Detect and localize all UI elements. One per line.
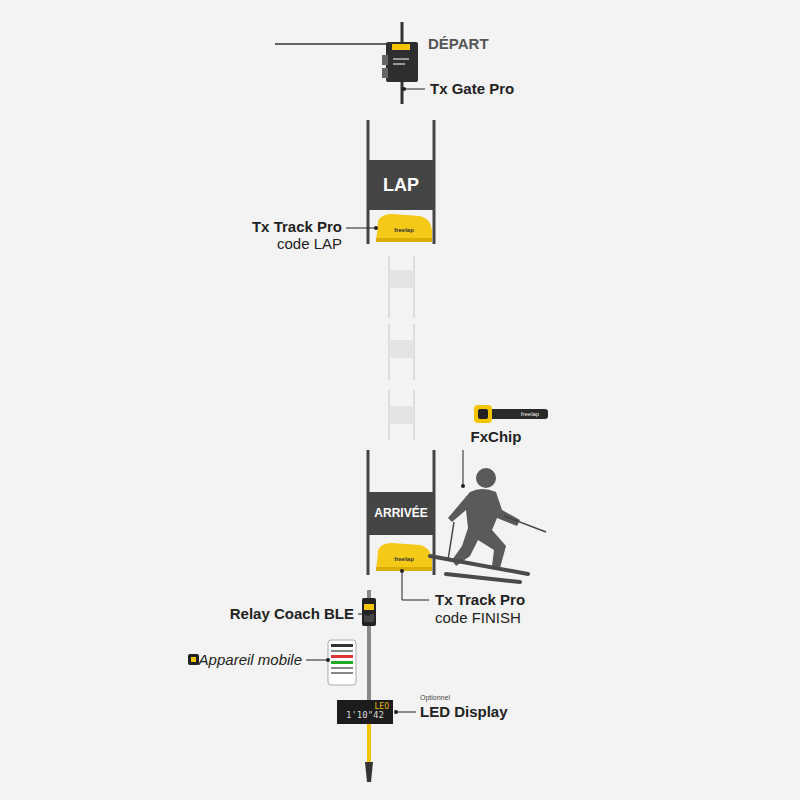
skier-silhouette [448, 489, 520, 568]
part-name: Appareil mobile [199, 651, 302, 668]
start-wand [275, 22, 418, 104]
leader-line [461, 484, 465, 488]
brand-mark: freelap [521, 411, 539, 418]
app-icon [188, 654, 199, 665]
part-code: code FINISH [435, 609, 521, 626]
start-wand [392, 44, 410, 50]
start-wand [386, 42, 418, 82]
start-wand [382, 68, 388, 78]
relay-pole [365, 762, 373, 782]
skier-silhouette [446, 574, 520, 582]
mobile-device [328, 640, 356, 685]
relay-pole [367, 724, 371, 762]
skier-silhouette [430, 556, 528, 574]
part-name: Tx Track Pro [252, 218, 342, 235]
start-wand [393, 58, 409, 60]
part-name: LED Display [420, 703, 508, 720]
leader-line [404, 89, 425, 90]
fxchip-strap [474, 405, 548, 423]
skier-silhouette [476, 468, 496, 488]
faded-gate [389, 270, 414, 288]
start-wand [393, 63, 405, 65]
gate-band: ARRIVÉE [368, 492, 434, 535]
relay-pole [362, 598, 376, 626]
start-wand [382, 55, 388, 65]
leader-line [306, 660, 328, 661]
leader-line [400, 569, 429, 600]
start-label: DÉPART [428, 35, 489, 52]
leader-line [306, 658, 330, 662]
mobile-device [331, 661, 353, 664]
lap-gate [368, 120, 434, 244]
faded-gate [389, 406, 414, 424]
brand-mark: freelap [394, 227, 414, 234]
part-name: Tx Gate Pro [430, 80, 514, 97]
node-text: ARRIVÉE [374, 507, 427, 520]
app-icon [188, 654, 199, 665]
node-text: LEO [375, 703, 389, 711]
app-icon [191, 657, 196, 662]
mobile-device [331, 667, 353, 669]
leader-line [402, 571, 429, 600]
leader-line [358, 612, 370, 616]
faded-gate [389, 340, 414, 358]
mobile-device [331, 672, 353, 674]
brand-mark: freelap [394, 556, 414, 563]
fxchip-strap [476, 409, 548, 419]
mobile-device [331, 655, 353, 658]
leader-line [394, 710, 416, 714]
part-name: Relay Coach BLE [230, 605, 354, 622]
faded-gate [389, 256, 414, 440]
skier-silhouette [448, 522, 454, 560]
leader-line [394, 710, 398, 714]
relay-pole [362, 590, 376, 782]
leader-line [461, 450, 465, 488]
mobile-device [328, 640, 356, 685]
finish-gate [376, 567, 432, 571]
leader-line [396, 712, 416, 713]
relay-pole [364, 604, 374, 610]
leader-line [346, 228, 376, 229]
leader-line [402, 87, 425, 91]
leader-line [346, 226, 378, 230]
skier-silhouette [504, 516, 546, 532]
fxchip-strap [478, 409, 488, 419]
gate-band: LAP [368, 160, 434, 210]
part-name: FxChip [471, 428, 522, 445]
lap-gate [376, 214, 432, 242]
mobile-device [331, 644, 353, 647]
node-text: LAP [383, 176, 419, 195]
fxchip-strap [474, 405, 492, 423]
part-name: Tx Track Pro [435, 591, 525, 608]
leader-line [463, 450, 464, 486]
mobile-device [331, 650, 353, 652]
note: Optionnel [420, 694, 450, 702]
start-wand [275, 43, 392, 45]
lap-gate [376, 238, 432, 242]
part-code: code LAP [277, 235, 342, 252]
leader-line [366, 612, 370, 616]
skier-silhouette [430, 468, 546, 582]
node-text: 1'10"42 [346, 711, 384, 720]
leader-line [326, 658, 330, 662]
led-display: LEO1'10"42 [337, 700, 393, 724]
finish-gate [368, 450, 434, 575]
finish-gate [376, 543, 432, 571]
